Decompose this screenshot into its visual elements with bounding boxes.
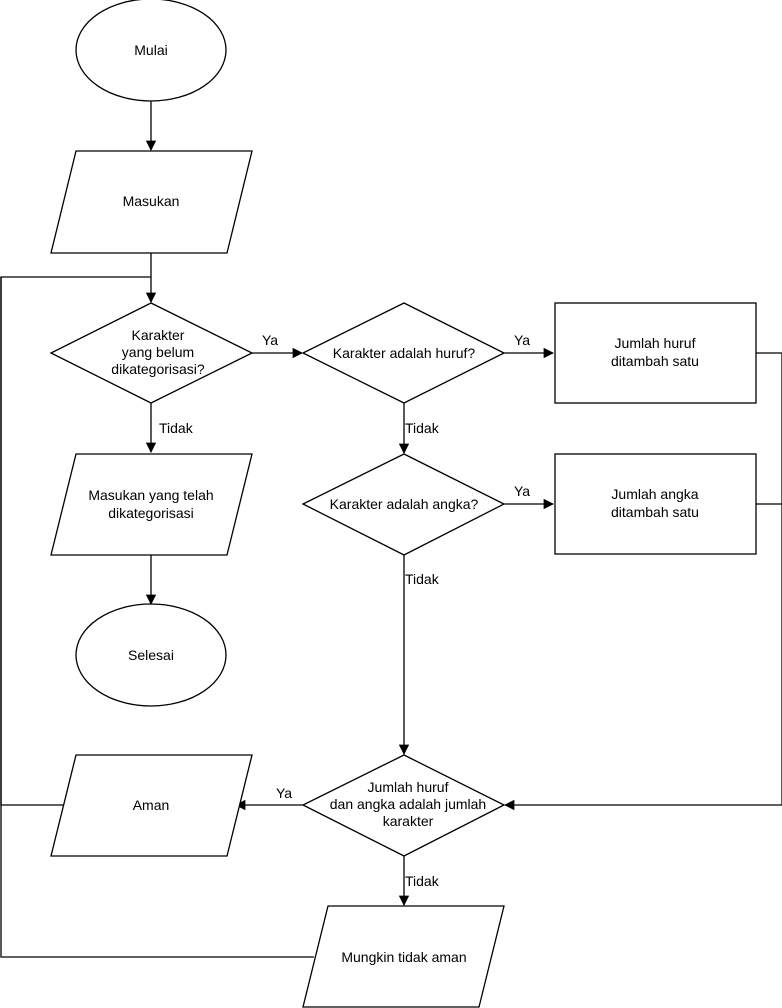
process-digit-increment: Jumlah angka ditambah satu — [554, 453, 757, 555]
label-uncategorized-no: Tidak — [159, 420, 194, 436]
output-maybe-unsafe-label: Mungkin tidak aman — [341, 949, 466, 965]
process-digit-increment-line-1: Jumlah angka — [611, 486, 698, 502]
decision-sum-line-3: karakter — [383, 813, 434, 829]
nodes: Mulai Masukan Karakter yang belum dikate… — [49, 0, 757, 1008]
process-letter-increment-line-2: ditambah satu — [611, 353, 699, 369]
label-letter-no: Tidak — [405, 420, 440, 436]
decision-sum: Jumlah huruf dan angka adalah jumlah kar… — [301, 754, 506, 857]
label-digit-no: Tidak — [405, 571, 440, 587]
label-sum-yes: Ya — [276, 785, 292, 801]
edges — [0, 101, 782, 958]
process-letter-increment-line-1: Jumlah huruf — [615, 335, 696, 351]
output-safe-parallelogram: Aman — [50, 754, 253, 857]
input-parallelogram: Masukan — [50, 150, 253, 254]
label-digit-yes: Ya — [514, 483, 530, 499]
decision-uncategorized: Karakter yang belum dikategorisasi? — [49, 302, 254, 404]
input-label: Masukan — [123, 193, 180, 209]
label-letter-yes: Ya — [514, 332, 530, 348]
decision-sum-line-1: Jumlah huruf — [368, 779, 449, 795]
start-terminator: Mulai — [75, 0, 227, 102]
decision-digit: Karakter adalah angka? — [301, 453, 506, 556]
edge-labels: Ya Tidak Ya Tidak Ya Tidak Ya Tidak — [159, 332, 530, 889]
process-letter-increment: Jumlah huruf ditambah satu — [554, 302, 757, 404]
decision-uncategorized-line-3: dikategorisasi? — [111, 361, 205, 377]
output-maybe-unsafe-parallelogram: Mungkin tidak aman — [302, 905, 505, 1008]
output-categorized-line-1: Masukan yang telah — [88, 487, 213, 503]
decision-digit-label: Karakter adalah angka? — [330, 496, 479, 512]
decision-letter-label: Karakter adalah huruf? — [333, 345, 476, 361]
edge-maybe-unsafe-loop — [0, 276, 314, 958]
decision-uncategorized-line-2: yang belum — [122, 344, 194, 360]
process-digit-increment-line-2: ditambah satu — [611, 504, 699, 520]
decision-letter: Karakter adalah huruf? — [301, 302, 506, 404]
edge-letter-inc-to-sum — [503, 352, 782, 811]
output-safe-label: Aman — [133, 797, 170, 813]
output-categorized-line-2: dikategorisasi — [108, 505, 194, 521]
output-categorized-parallelogram: Masukan yang telah dikategorisasi — [50, 453, 253, 556]
start-label: Mulai — [134, 42, 167, 58]
label-uncategorized-yes: Ya — [262, 332, 278, 348]
label-sum-no: Tidak — [405, 873, 440, 889]
decision-sum-line-2: dan angka adalah jumlah — [330, 796, 486, 812]
end-terminator: Selesai — [75, 603, 227, 707]
end-label: Selesai — [128, 647, 174, 663]
decision-uncategorized-line-1: Karakter — [132, 327, 185, 343]
